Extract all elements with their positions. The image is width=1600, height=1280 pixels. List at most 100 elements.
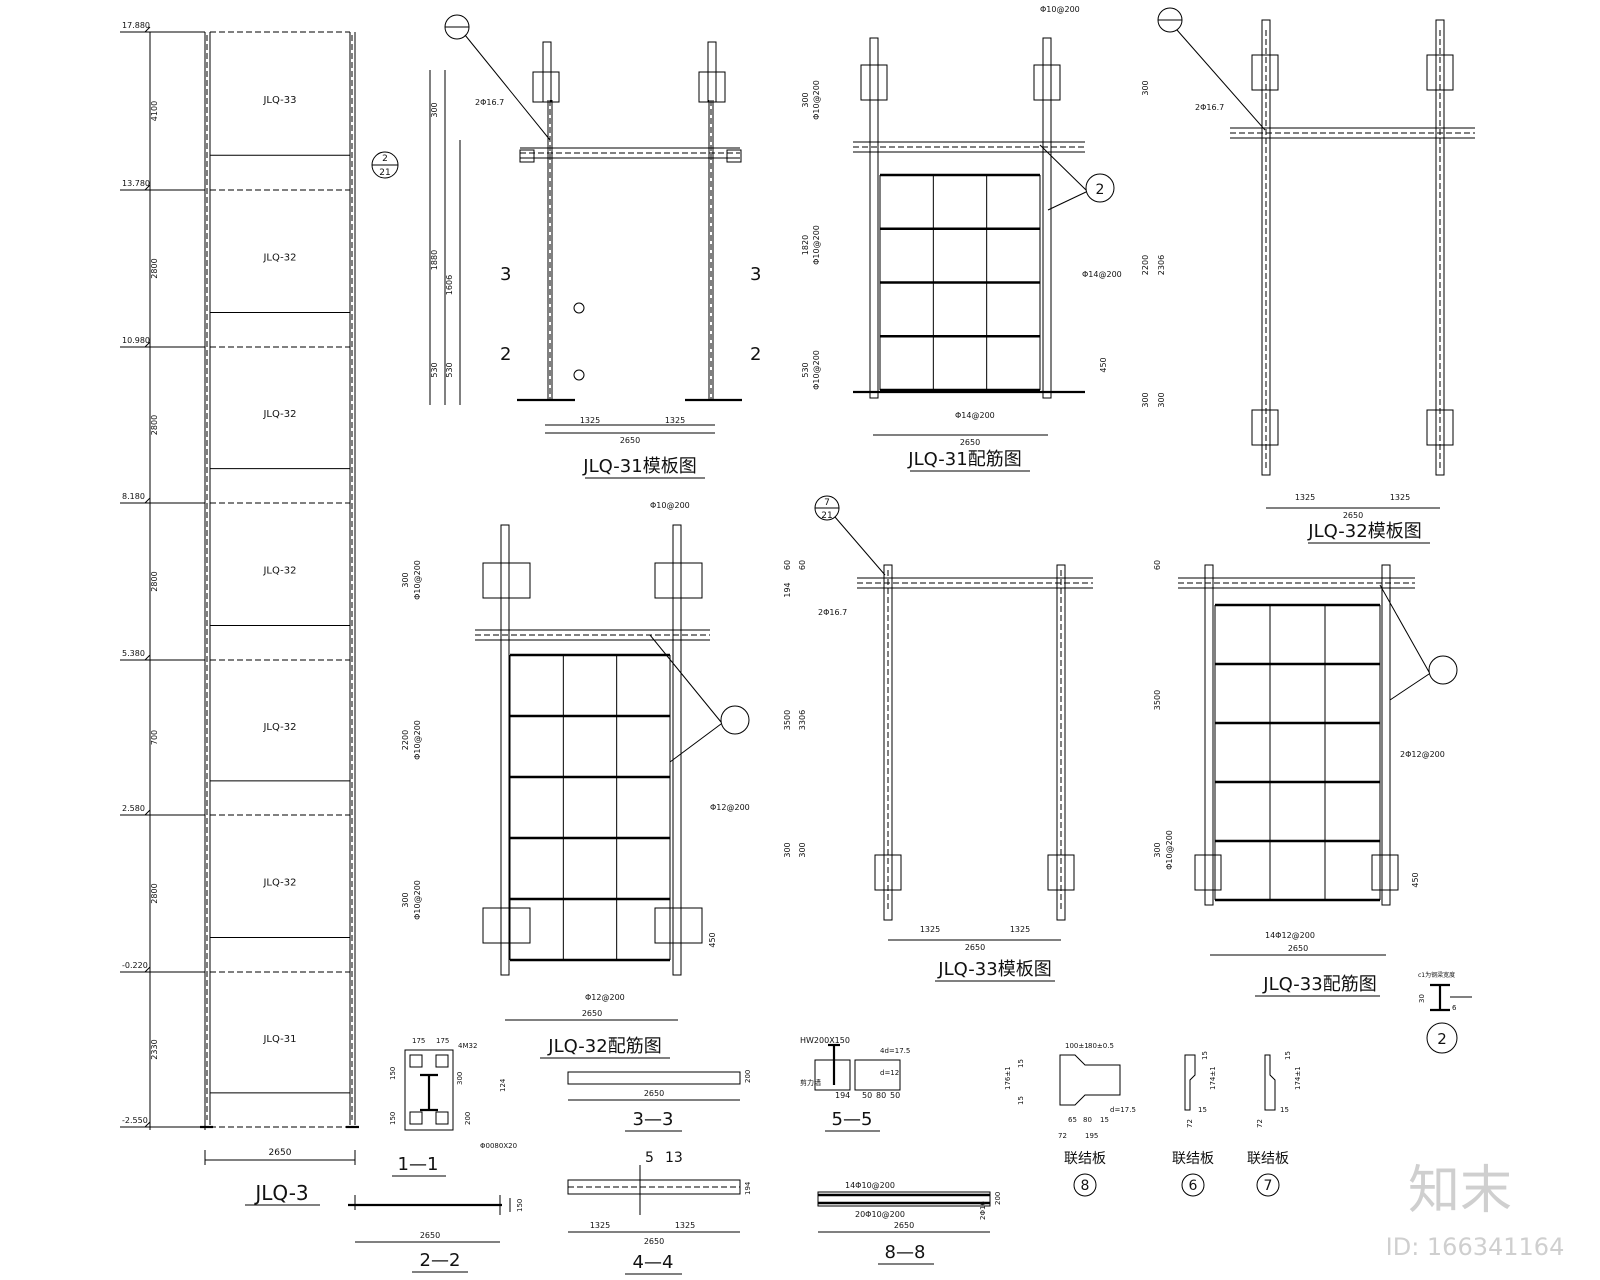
- plate-7: 174±1 15 72 15 联结板 7: [1247, 1051, 1302, 1197]
- section-1-1-dim-150a: 150: [389, 1067, 397, 1080]
- jlq32-rebar-left-top: Φ10@200: [413, 560, 422, 600]
- section-1-1-note2: Φ0080X20: [480, 1142, 517, 1150]
- jlq31-rebar-view: Φ10@200 2 Φ14@200 Φ14@200 2650 Φ10@200 Φ…: [801, 5, 1122, 472]
- section-8-8-bottom: 20Φ10@200: [855, 1210, 905, 1219]
- jlq33-rebar-dim-300: 300: [1153, 842, 1162, 857]
- section-5-5-wall: 剪力墙: [800, 1078, 821, 1087]
- jlq31-form-dim-1880: 1880: [430, 250, 439, 270]
- jlq32-rebar-dim-2200: 2200: [401, 730, 410, 750]
- jlq33-form-rebar-note: 2Φ16.7: [818, 608, 847, 617]
- plate-7-dim-174: 174±1: [1294, 1066, 1302, 1090]
- jlq32-form-view: 2Φ16.7 300 2200 2306 300 300 1325 1325 2…: [1141, 7, 1475, 544]
- level-label: -2.550: [122, 1116, 148, 1125]
- jlq32-form-dim-2200: 2200: [1141, 255, 1150, 275]
- elevation-view: 17.88013.78010.9808.1805.3802.580-0.220-…: [120, 21, 399, 1206]
- section-5-5-note2: d=12: [880, 1069, 899, 1077]
- jlq31-rebar-title: JLQ-31配筋图: [907, 449, 1021, 470]
- jlq31-rebar-callout: [1085, 173, 1115, 203]
- jlq33-form-dim-300a: 300: [783, 842, 792, 857]
- elevation-title: JLQ-3: [253, 1181, 308, 1205]
- panel-label: JLQ-32: [262, 566, 296, 577]
- plate-8-dim-100: 100±1: [1065, 1042, 1089, 1050]
- jlq32-form-dim-300b: 300: [1141, 392, 1150, 407]
- jlq33-form-half-right: 1325: [1010, 925, 1030, 934]
- span-dim: 700: [150, 730, 159, 745]
- section-8-8-side: 2Φ16: [979, 1201, 987, 1220]
- detail-2-d2: 6: [1452, 1004, 1457, 1012]
- section-4-4-tag-5: 5: [645, 1150, 654, 1166]
- jlq32-rebar-right: Φ12@200: [710, 803, 750, 812]
- level-label: 5.380: [122, 649, 145, 658]
- plate-7-dim-15a: 15: [1284, 1051, 1292, 1060]
- jlq31-form-dim-300: 300: [430, 102, 439, 117]
- section-4-4-half-left: 1325: [590, 1221, 610, 1230]
- span-dim: 4100: [150, 101, 159, 121]
- jlq31-form-dim-530a: 530: [430, 362, 439, 377]
- span-dim: 2330: [150, 1039, 159, 1059]
- section-3-3-total: 2650: [644, 1089, 664, 1098]
- jlq32-rebar-title: JLQ-32配筋图: [547, 1036, 661, 1057]
- jlq33-form-dim-60b: 60: [798, 560, 807, 570]
- jlq31-form-dim-1606: 1606: [445, 275, 454, 295]
- jlq31-rebar-bottom: Φ14@200: [955, 411, 995, 420]
- section-4-4-total: 2650: [644, 1237, 664, 1246]
- plate-8-dim-195: 195: [1085, 1132, 1098, 1140]
- section-8-8-total: 2650: [894, 1221, 914, 1230]
- plate-8-dim-65: 65: [1068, 1116, 1077, 1124]
- panel-label: JLQ-32: [262, 722, 296, 733]
- detail-2-d1: 30: [1418, 994, 1426, 1003]
- plate-6-num: 6: [1189, 1178, 1198, 1194]
- plate-8-dim-176: 176±1: [1004, 1066, 1012, 1090]
- plate-6-dim-174: 174±1: [1209, 1066, 1217, 1090]
- jlq31-rebar-top: Φ10@200: [1040, 5, 1080, 14]
- section-3-3: 2650 200 3—3: [567, 1070, 752, 1132]
- jlq31-form-section-2-right: 2: [750, 344, 761, 365]
- section-8-8: 14Φ10@200 20Φ10@200 2Φ16 200 2650 8—8: [817, 1181, 1002, 1265]
- elevation-width-dim: 2650: [269, 1148, 292, 1158]
- jlq33-rebar-bottom: 14Φ12@200: [1265, 931, 1315, 940]
- jlq31-rebar-dim-530: 530: [801, 362, 810, 377]
- jlq32-form-half-left: 1325: [1295, 493, 1315, 502]
- plate-8-dim-80b: 80: [1083, 1116, 1092, 1124]
- jlq33-form-dim-60a: 60: [783, 560, 792, 570]
- jlq31-rebar-right: Φ14@200: [1082, 270, 1122, 279]
- jlq31-form-dim-530b: 530: [445, 362, 454, 377]
- jlq32-rebar-total: 2650: [582, 1009, 602, 1018]
- plate-7-label: 联结板: [1247, 1151, 1289, 1167]
- section-1-1: 175 175 300 124 150 150 200 4M32 Φ0080X2…: [389, 1037, 517, 1177]
- plate-8-dim-15c: 15: [1100, 1116, 1109, 1124]
- section-1-1-dim-124: 124: [499, 1078, 507, 1092]
- watermark-brand: 知末: [1408, 1161, 1512, 1221]
- jlq33-form-dim-194: 194: [783, 582, 792, 597]
- span-dim: 2800: [150, 415, 159, 435]
- section-4-4-title: 4—4: [633, 1252, 674, 1273]
- jlq31-form-half-right: 1325: [665, 416, 685, 425]
- jlq31-rebar-left-top: Φ10@200: [812, 80, 821, 120]
- level-label: 8.180: [122, 492, 145, 501]
- plate-8-dim-15b: 15: [1017, 1096, 1025, 1105]
- plate-8-note: d=17.5: [1110, 1106, 1136, 1114]
- section-4-4-tag-13: 13: [665, 1150, 683, 1166]
- jlq32-rebar-dim-300b: 300: [401, 892, 410, 907]
- panel-label: JLQ-32: [262, 878, 296, 889]
- panel-label: JLQ-32: [262, 253, 296, 264]
- section-4-4-h: 194: [744, 1181, 752, 1195]
- detail-2: c1为钢梁宽度 30 6 2: [1418, 971, 1472, 1054]
- jlq32-form-half-right: 1325: [1390, 493, 1410, 502]
- jlq33-rebar-dim-450: 450: [1411, 872, 1420, 887]
- elevation-callout-bottom: 21: [379, 168, 390, 178]
- jlq32-form-title: JLQ-32模板图: [1307, 521, 1421, 542]
- jlq33-rebar-left-top: 60: [1153, 560, 1162, 570]
- watermark: 知末 ID: 166341164: [1386, 1161, 1565, 1261]
- jlq32-rebar-left-bot: Φ10@200: [413, 880, 422, 920]
- plate-6-label: 联结板: [1172, 1151, 1214, 1167]
- detail-2-num: 2: [1437, 1030, 1447, 1048]
- jlq33-form-half-left: 1325: [920, 925, 940, 934]
- section-3-3-h: 200: [744, 1070, 752, 1083]
- plate-8-dim-72: 72: [1058, 1132, 1067, 1140]
- jlq31-rebar-dim-450: 450: [1099, 357, 1108, 372]
- jlq31-form-rebar-note: 2Φ16.7: [475, 98, 504, 107]
- jlq32-form-total: 2650: [1343, 511, 1363, 520]
- span-dim: 2800: [150, 883, 159, 903]
